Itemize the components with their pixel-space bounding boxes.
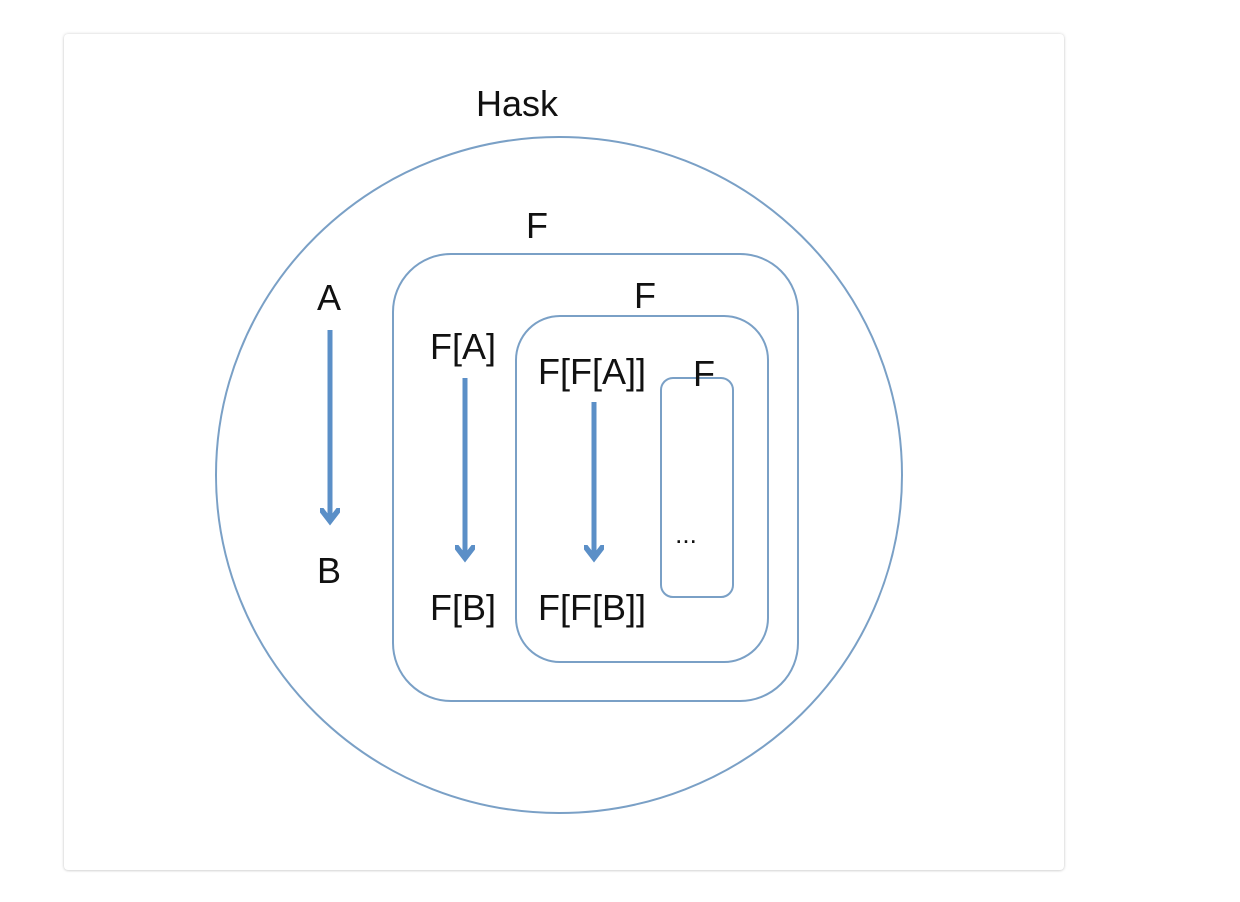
object-a-label: A	[317, 277, 341, 318]
object-fa-label: F[A]	[430, 326, 496, 367]
functor-box-outer	[392, 253, 799, 702]
object-b-label: B	[317, 550, 341, 591]
object-ffa-label: F[F[A]]	[538, 351, 646, 392]
diagram-card	[64, 34, 1064, 870]
functor-label-middle: F	[634, 275, 656, 316]
functor-box-inner	[660, 377, 734, 598]
object-fb-label: F[B]	[430, 587, 496, 628]
hask-circle	[215, 136, 903, 814]
functor-box-middle	[515, 315, 769, 663]
object-ffb-label: F[F[B]]	[538, 587, 646, 628]
ellipsis-label: ...	[675, 519, 697, 549]
hask-label: Hask	[476, 83, 559, 124]
functor-label-outer: F	[526, 205, 548, 246]
functor-label-inner: F	[693, 353, 715, 394]
